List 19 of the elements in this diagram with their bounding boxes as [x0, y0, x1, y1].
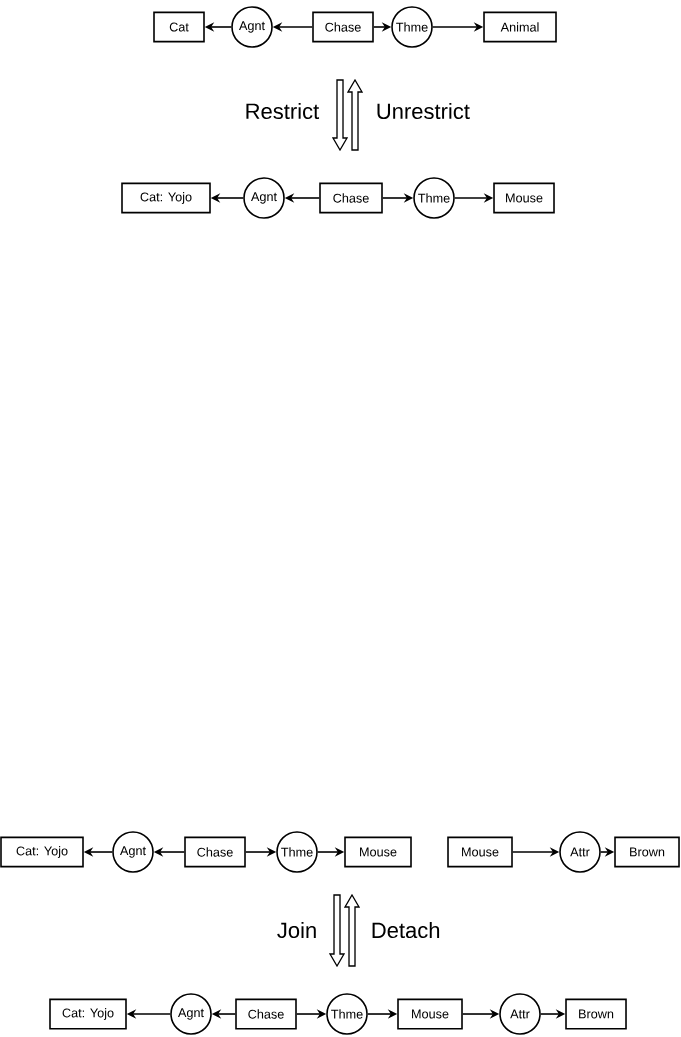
concept-box: Cat [153, 11, 205, 43]
concept-box: Chase [184, 836, 246, 868]
concept-box: Chase [312, 11, 374, 43]
concept-box: Cat: Yojo [121, 182, 211, 214]
operation-label: Detach [372, 921, 440, 939]
concept-box: Animal [483, 11, 557, 43]
concept-box: Chase [235, 998, 297, 1030]
concept-box: Cat: Yojo [0, 836, 84, 868]
concept-box: Chase [319, 182, 383, 214]
concept-box: Mouse [397, 998, 463, 1030]
concept-box: Mouse [447, 836, 513, 868]
operation-label: Unrestrict [377, 102, 470, 120]
concept-box: Brown [565, 998, 627, 1030]
operation-label: Join [277, 921, 316, 939]
operation-label: Restrict [246, 102, 320, 120]
concept-box: Cat: Yojo [49, 998, 127, 1030]
concept-box: Mouse [344, 836, 412, 868]
concept-box: Brown [614, 836, 680, 868]
concept-box: Mouse [493, 182, 555, 214]
